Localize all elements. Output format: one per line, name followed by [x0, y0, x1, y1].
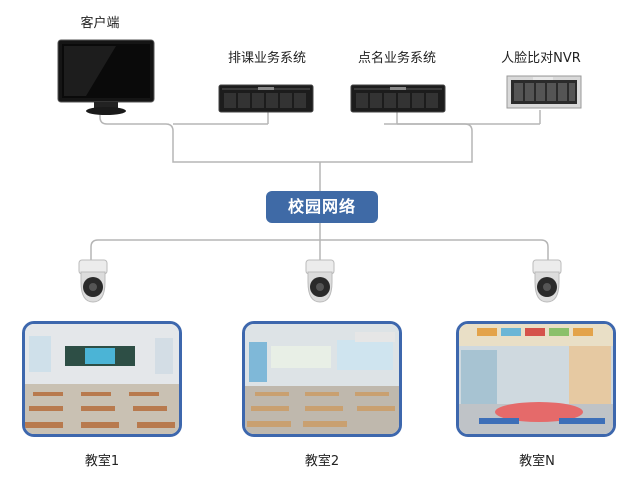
- client-label: 客户端: [80, 16, 120, 31]
- classroom-n-image: [456, 321, 616, 437]
- dome-camera-icon: [305, 259, 335, 303]
- rollcall-server-icon: [350, 84, 446, 113]
- classroom-n-label: 教室N: [519, 454, 555, 469]
- dome-camera-icon: [532, 259, 562, 303]
- rollcall-system-label: 点名业务系统: [357, 51, 436, 66]
- dome-camera-icon: [78, 259, 108, 303]
- classroom-2-image: [242, 321, 402, 437]
- nvr-device-icon: [506, 75, 582, 109]
- scheduling-system-label: 排课业务系统: [227, 51, 306, 66]
- monitor-icon: [57, 39, 155, 115]
- scheduling-server-icon: [218, 84, 314, 113]
- classroom-1-label: 教室1: [84, 454, 120, 469]
- classroom-2-label: 教室2: [304, 454, 340, 469]
- face-nvr-label: 人脸比对NVR: [501, 51, 581, 66]
- classroom-1-image: [22, 321, 182, 437]
- campus-network-hub: 校园网络: [266, 191, 378, 223]
